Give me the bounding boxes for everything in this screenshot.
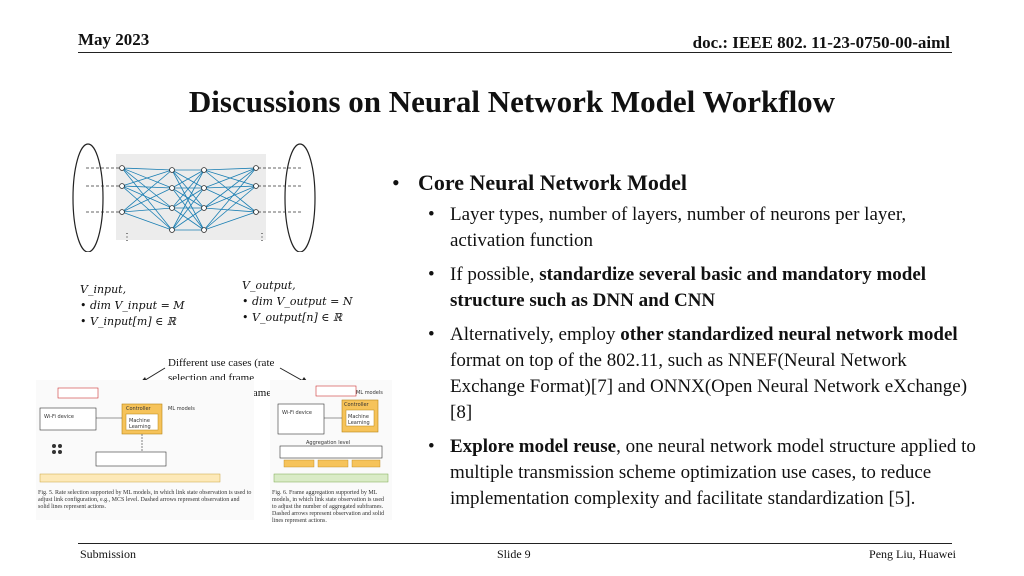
fig5-device-label: Wi-Fi device (44, 414, 74, 420)
nn-connection (171, 207, 205, 231)
v-output-title: V_output, (242, 279, 296, 292)
nn-neuron (169, 205, 175, 211)
nn-connection (203, 167, 257, 231)
v-input-title: V_input, (80, 283, 127, 296)
nn-neuron (119, 183, 125, 189)
nn-neuron (119, 209, 125, 215)
nn-connection (203, 185, 257, 209)
bullet-list: Core Neural Network Model Layer types, n… (392, 170, 982, 520)
v-output-dim: • dim V_output = N (242, 295, 353, 308)
nn-neuron (201, 205, 207, 211)
ellipsis-in: ⋮ (122, 232, 132, 243)
nn-connection (121, 211, 173, 231)
fig6-aggregation-label: Aggregation level (306, 440, 351, 446)
nn-connection (171, 187, 205, 209)
fig6-ml-label: Machine Learning (348, 414, 370, 426)
nn-connection (171, 169, 205, 209)
nn-connection (121, 169, 173, 187)
header-date: May 2023 (78, 30, 150, 49)
bullet-standardize: If possible, standardize several basic a… (392, 262, 982, 314)
nn-neuron (169, 227, 175, 233)
v-input-block: V_input, • dim V_input = M • V_input[m] … (80, 282, 185, 330)
nn-connection (121, 185, 173, 189)
footer-author: Peng Liu, Huawei (869, 547, 956, 561)
nn-connection (171, 187, 205, 231)
bullet-model-reuse: Explore model reuse, one neural network … (392, 434, 982, 512)
nn-connection (121, 167, 173, 209)
nn-connection (203, 211, 257, 231)
nn-neuron (253, 165, 259, 171)
nn-connection (121, 207, 173, 213)
bullet-layer-types: Layer types, number of layers, number of… (392, 202, 982, 254)
header-divider (78, 52, 952, 53)
v-input-dim: • dim V_input = M (80, 299, 185, 312)
fig5-ml-models-label: ML models (168, 406, 195, 412)
bullet-alternative: Alternatively, employ other standardized… (392, 322, 982, 426)
fig5-caption: Fig. 5. Rate selection supported by ML m… (38, 490, 252, 510)
nn-connection (203, 167, 257, 189)
v-output-block: V_output, • dim V_output = N • V_output[… (242, 278, 352, 326)
footer-slide-number: Slide 9 (497, 547, 531, 561)
nn-neuron (253, 183, 259, 189)
nn-connection (121, 167, 173, 231)
nn-connection (121, 169, 173, 213)
fig6-controller-label: Controller (344, 402, 369, 408)
nn-neuron (201, 227, 207, 233)
nn-neuron (253, 209, 259, 215)
nn-connection (203, 185, 257, 189)
nn-connection (171, 169, 205, 189)
nn-neuron (201, 167, 207, 173)
fig6-device-label: Wi-Fi device (282, 410, 312, 416)
fig6-ml-models-label: ML models (356, 390, 383, 396)
v-output-domain: • V_output[n] ∈ ℝ (242, 311, 343, 324)
nn-connection (121, 185, 173, 209)
figure-frame-aggregation: Wi-Fi device Controller Machine Learning… (270, 380, 392, 524)
nn-connection (203, 167, 257, 171)
nn-connection (203, 185, 257, 231)
neural-network-diagram: ⋮ ⋮ (72, 143, 316, 252)
nn-connection (203, 187, 257, 213)
header-doc-id: doc.: IEEE 802. 11-23-0750-00-aiml (692, 33, 950, 52)
v-input-domain: • V_input[m] ∈ ℝ (80, 315, 176, 328)
nn-connection (203, 169, 257, 213)
nn-connection (203, 207, 257, 213)
nn-connection (203, 167, 257, 209)
nn-connection (121, 185, 173, 231)
nn-connection (121, 167, 173, 171)
bullet-core-model: Core Neural Network Model (392, 170, 982, 196)
ellipsis-out: ⋮ (257, 232, 267, 243)
fig5-ml-label: Machine Learning (129, 418, 151, 430)
nn-neuron (169, 167, 175, 173)
figure-rate-selection: Wi-Fi device Controller Machine Learning… (36, 380, 254, 520)
footer-submission: Submission (80, 547, 137, 561)
nn-connection (171, 169, 205, 231)
footer-divider (78, 543, 952, 544)
fig6-caption: Fig. 6. Frame aggregation supported by M… (272, 490, 385, 524)
arrow-right (279, 367, 306, 383)
nn-neuron (169, 185, 175, 191)
slide-title: Discussions on Neural Network Model Work… (188, 84, 836, 119)
nn-neuron (201, 185, 207, 191)
nn-connection (121, 187, 173, 213)
fig5-controller-label: Controller (126, 406, 151, 412)
nn-neuron (119, 165, 125, 171)
